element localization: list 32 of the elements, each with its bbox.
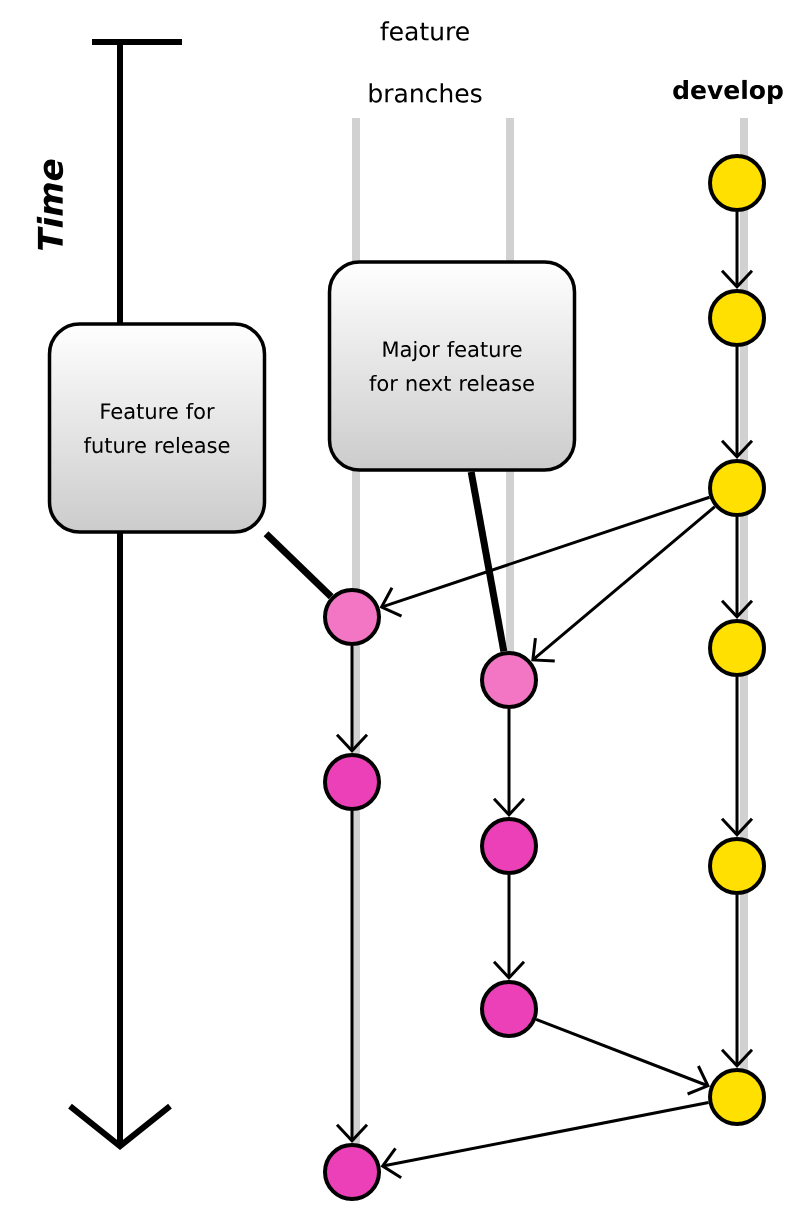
arrow [492, 875, 526, 980]
arrow [379, 495, 710, 618]
axis-label: Time [36, 159, 64, 251]
commit-circle [480, 817, 538, 875]
arrow [492, 709, 526, 817]
commit-circle [480, 651, 538, 709]
arrow [720, 212, 754, 289]
commit-circle [480, 980, 538, 1038]
arrow [535, 1018, 710, 1096]
commit-circle [708, 154, 766, 212]
arrow [720, 517, 754, 619]
arrow [380, 1101, 709, 1179]
speech-bubble-tail [263, 531, 334, 600]
column-header: develop [673, 79, 783, 105]
arrow [335, 811, 369, 1143]
commit-circle [708, 459, 766, 517]
commit-circle [708, 619, 766, 677]
commit-circle [708, 289, 766, 347]
column-header: feature branches [369, 21, 482, 103]
speech-bubble: Major feature for next release [327, 260, 577, 472]
speech-bubble: Feature for future release [47, 322, 267, 534]
speech-bubble-tail [467, 471, 508, 653]
arrow [531, 505, 716, 663]
arrow [720, 677, 754, 837]
commit-circle [323, 1143, 381, 1201]
commit-circle [708, 1068, 766, 1126]
arrow [720, 895, 754, 1068]
arrow [720, 347, 754, 459]
commit-circle [323, 588, 381, 646]
commit-circle [708, 837, 766, 895]
commit-circle [323, 753, 381, 811]
arrow [335, 646, 369, 753]
